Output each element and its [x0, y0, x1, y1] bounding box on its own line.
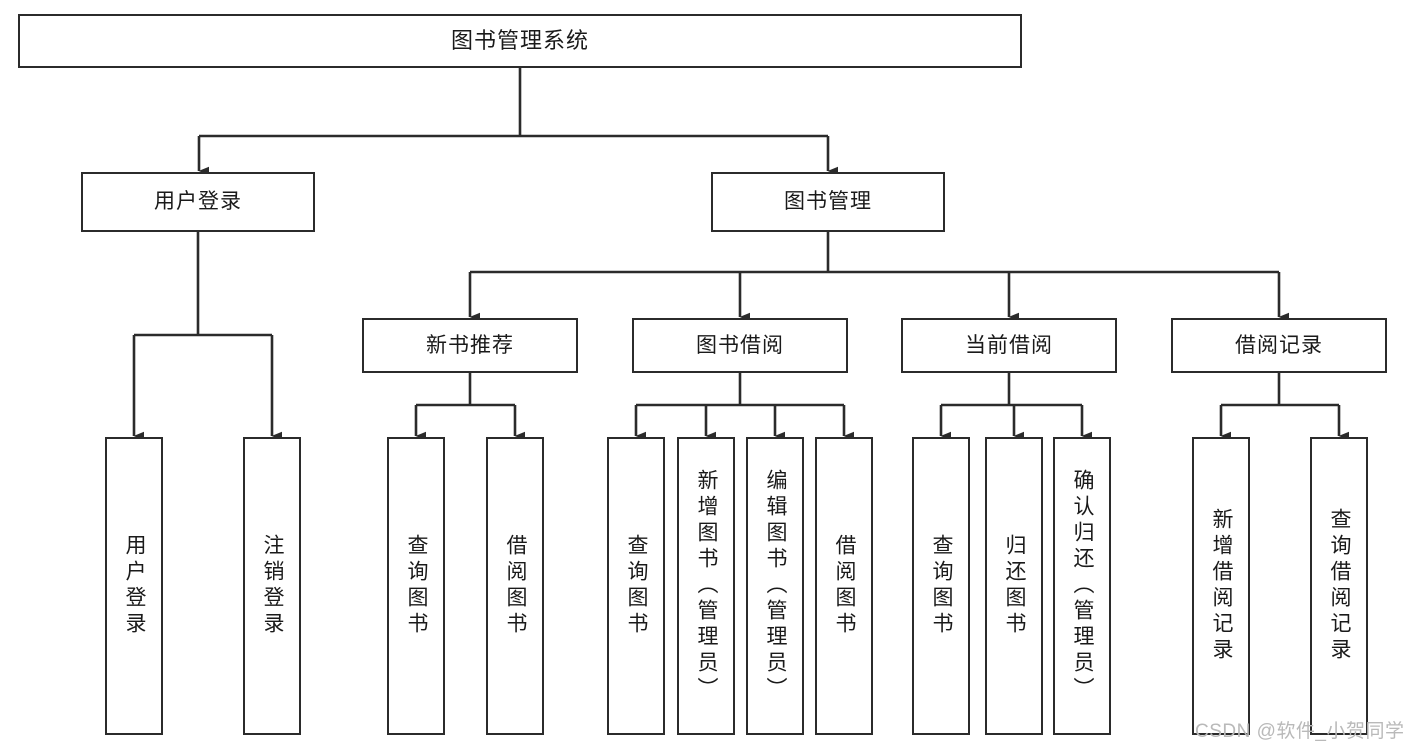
node-label: 图书借阅	[696, 333, 784, 357]
node-label: 归还图书	[1003, 534, 1027, 638]
node-leaf-borrow-book-2[interactable]: 借阅图书	[815, 437, 873, 735]
csdn-watermark: CSDN @软件_小贺同学	[1195, 721, 1405, 742]
node-leaf-borrow-book-1[interactable]: 借阅图书	[486, 437, 544, 735]
node-leaf-edit-book[interactable]: 编辑图书（管理员）	[746, 437, 804, 735]
node-leaf-user-logout[interactable]: 注销登录	[243, 437, 301, 735]
node-label: 查询图书	[405, 534, 429, 638]
node-label: 查询图书	[930, 534, 954, 638]
node-label: 查询图书	[625, 534, 649, 638]
node-leaf-confirm-return[interactable]: 确认归还（管理员）	[1053, 437, 1111, 735]
node-borrow-record[interactable]: 借阅记录	[1171, 318, 1387, 373]
node-label: 确认归还（管理员）	[1071, 469, 1095, 703]
node-user-login[interactable]: 用户登录	[81, 172, 315, 232]
node-leaf-add-book[interactable]: 新增图书（管理员）	[677, 437, 735, 735]
node-label: 新书推荐	[426, 333, 514, 357]
node-label: 借阅记录	[1235, 333, 1323, 357]
node-current-borrow[interactable]: 当前借阅	[901, 318, 1117, 373]
node-label: 新增图书（管理员）	[695, 469, 719, 703]
node-leaf-user-login[interactable]: 用户登录	[105, 437, 163, 735]
node-label: 当前借阅	[965, 333, 1053, 357]
node-book-manage[interactable]: 图书管理	[711, 172, 945, 232]
node-book-borrow[interactable]: 图书借阅	[632, 318, 848, 373]
node-leaf-return-book[interactable]: 归还图书	[985, 437, 1043, 735]
node-root-system[interactable]: 图书管理系统	[18, 14, 1022, 68]
node-label: 新增借阅记录	[1210, 508, 1234, 664]
node-leaf-query-book-3[interactable]: 查询图书	[912, 437, 970, 735]
node-leaf-query-book-1[interactable]: 查询图书	[387, 437, 445, 735]
node-label: 借阅图书	[504, 534, 528, 638]
node-leaf-query-record[interactable]: 查询借阅记录	[1310, 437, 1368, 735]
node-label: 查询借阅记录	[1328, 508, 1352, 664]
node-leaf-add-record[interactable]: 新增借阅记录	[1192, 437, 1250, 735]
node-label: 图书管理	[784, 190, 872, 214]
node-label: 图书管理系统	[450, 27, 589, 53]
node-new-book-recommend[interactable]: 新书推荐	[362, 318, 578, 373]
node-label: 用户登录	[154, 190, 242, 214]
node-label: 用户登录	[123, 534, 147, 638]
node-leaf-query-book-2[interactable]: 查询图书	[607, 437, 665, 735]
node-label: 注销登录	[261, 534, 285, 638]
node-label: 借阅图书	[833, 534, 857, 638]
node-label: 编辑图书（管理员）	[764, 469, 788, 703]
